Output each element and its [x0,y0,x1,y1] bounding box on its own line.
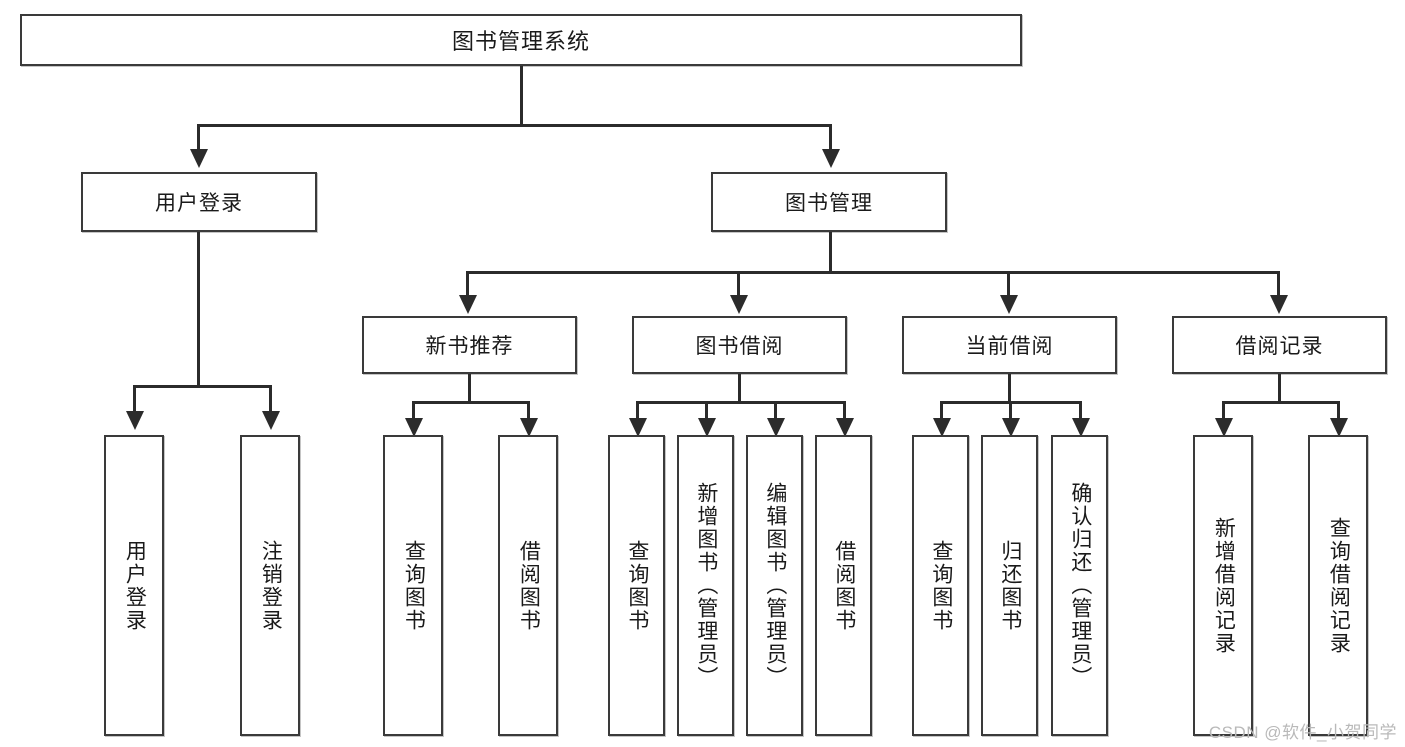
arrow-to-leaf-user-login [126,411,144,430]
arrow-to-cb-return [1002,418,1020,437]
connector-new-book-bus [412,401,530,404]
arrow-to-current-borrow [1000,295,1018,314]
connector-drop-leaf-logout [269,385,272,411]
connector-root-bus [197,124,832,127]
arrow-to-leaf-logout [262,411,280,430]
connector-drop-borrow-record [1277,271,1280,295]
node-borrow-record[interactable]: 借阅记录 [1172,316,1387,374]
node-book-manage[interactable]: 图书管理 [711,172,947,232]
connector-drop-cb-confirm [1079,401,1082,418]
leaf-label: 查询借阅记录 [1327,516,1351,655]
arrow-to-book-manage [822,149,840,168]
node-user-login[interactable]: 用户登录 [81,172,317,232]
arrow-to-nb-query [405,418,423,437]
leaf-label: 归还图书 [998,539,1022,632]
leaf-label: 查询图书 [929,539,953,632]
node-label: 用户登录 [155,192,243,215]
arrow-to-bb-query [629,418,647,437]
connector-current-borrow-stem [1008,374,1011,401]
arrow-to-br-add [1215,418,1233,437]
leaf-cb-confirm-return[interactable]: 确认归还（管理员） [1051,435,1108,736]
arrow-to-new-book [459,295,477,314]
connector-new-book-stem [468,374,471,401]
leaf-cb-query-book[interactable]: 查询图书 [912,435,969,736]
leaf-label: 编辑图书（管理员） [763,482,787,689]
connector-drop-bb-borrow [843,401,846,418]
connector-drop-current-borrow [1007,271,1010,295]
leaf-label: 用户登录 [123,539,147,632]
arrow-to-bb-edit [767,418,785,437]
leaf-cb-return-book[interactable]: 归还图书 [981,435,1038,736]
leaf-bb-query-book[interactable]: 查询图书 [608,435,665,736]
arrow-to-cb-confirm [1072,418,1090,437]
watermark-csdn: CSDN @软件_小贺同学 [1208,723,1397,742]
connector-user-login-stem [197,232,200,385]
node-label: 图书管理 [785,192,873,215]
connector-drop-new-book [466,271,469,295]
connector-root-stem [520,66,523,124]
connector-drop-br-add [1222,401,1225,418]
node-label: 图书管理系统 [451,29,590,54]
leaf-nb-query-book[interactable]: 查询图书 [383,435,443,736]
leaf-label: 新增借阅记录 [1212,516,1236,655]
node-book-borrow[interactable]: 图书借阅 [632,316,847,374]
leaf-label: 借阅图书 [832,539,856,632]
connector-drop-cb-return [1009,401,1012,418]
leaf-nb-borrow-book[interactable]: 借阅图书 [498,435,558,736]
connector-drop-book-manage [829,124,832,149]
node-root-system[interactable]: 图书管理系统 [20,14,1022,66]
node-label: 借阅记录 [1235,335,1324,358]
connector-drop-bb-query [636,401,639,418]
arrow-to-nb-borrow [520,418,538,437]
connector-user-login-bus [133,385,272,388]
connector-drop-leaf-user-login [133,385,136,411]
leaf-br-query-record[interactable]: 查询借阅记录 [1308,435,1368,736]
leaf-logout[interactable]: 注销登录 [240,435,300,736]
node-label: 新书推荐 [425,335,514,358]
leaf-label: 注销登录 [259,539,283,632]
leaf-label: 查询图书 [402,539,426,632]
arrow-to-br-query [1330,418,1348,437]
connector-drop-cb-query [940,401,943,418]
connector-book-borrow-bus [636,401,846,404]
connector-drop-user-login [197,124,200,149]
leaf-bb-edit-book[interactable]: 编辑图书（管理员） [746,435,803,736]
connector-drop-bb-edit [774,401,777,418]
node-label: 当前借阅 [965,335,1054,358]
leaf-label: 确认归还（管理员） [1068,482,1092,689]
connector-book-manage-bus [466,271,1278,274]
arrow-to-user-login [190,149,208,168]
leaf-bb-add-book[interactable]: 新增图书（管理员） [677,435,734,736]
arrow-to-cb-query [933,418,951,437]
connector-book-borrow-stem [738,374,741,401]
connector-drop-book-borrow [737,271,740,295]
leaf-bb-borrow-book[interactable]: 借阅图书 [815,435,872,736]
leaf-br-add-record[interactable]: 新增借阅记录 [1193,435,1253,736]
leaf-label: 查询图书 [625,539,649,632]
arrow-to-bb-add [698,418,716,437]
connector-borrow-record-stem [1278,374,1281,401]
connector-drop-nb-borrow [527,401,530,418]
node-new-book-recommend[interactable]: 新书推荐 [362,316,577,374]
leaf-user-login[interactable]: 用户登录 [104,435,164,736]
connector-drop-nb-query [412,401,415,418]
arrow-to-book-borrow [730,295,748,314]
node-label: 图书借阅 [695,335,784,358]
node-current-borrow[interactable]: 当前借阅 [902,316,1117,374]
arrow-to-borrow-record [1270,295,1288,314]
leaf-label: 借阅图书 [517,539,541,632]
connector-drop-br-query [1337,401,1340,418]
leaf-label: 新增图书（管理员） [694,482,718,689]
connector-book-manage-stem [829,232,832,271]
arrow-to-bb-borrow [836,418,854,437]
connector-drop-bb-add [705,401,708,418]
connector-borrow-record-bus [1222,401,1340,404]
